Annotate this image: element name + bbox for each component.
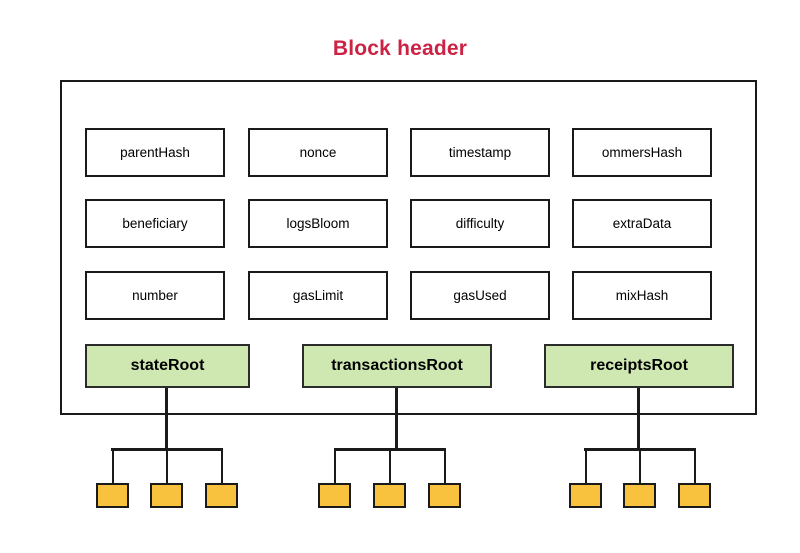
header-field-logsbloom: logsBloom — [248, 199, 388, 248]
header-field-difficulty: difficulty — [410, 199, 550, 248]
header-field-gasused: gasUsed — [410, 271, 550, 320]
header-field-label: logsBloom — [286, 216, 350, 231]
header-field-label: number — [132, 288, 178, 303]
header-field-label: extraData — [612, 216, 672, 231]
root-box-label: transactionsRoot — [331, 357, 463, 374]
tree-trunk-stateroot — [165, 388, 168, 451]
header-field-ommershash: ommersHash — [572, 128, 712, 177]
header-field-nonce: nonce — [248, 128, 388, 177]
header-field-label: mixHash — [615, 288, 669, 303]
root-box-stateroot: stateRoot — [85, 344, 250, 388]
tree-trunk-receiptsroot — [637, 388, 640, 451]
header-field-label: beneficiary — [122, 216, 188, 231]
tree-leg-transactionsroot-3 — [443, 448, 446, 483]
tree-leaf-transactionsroot-2 — [373, 483, 406, 508]
header-field-label: timestamp — [448, 145, 512, 160]
tree-leg-stateroot-3 — [220, 448, 223, 483]
header-field-extradata: extraData — [572, 199, 712, 248]
tree-leaf-receiptsroot-1 — [569, 483, 602, 508]
header-field-beneficiary: beneficiary — [85, 199, 225, 248]
header-field-label: gasLimit — [292, 288, 344, 303]
header-field-gaslimit: gasLimit — [248, 271, 388, 320]
root-box-receiptsroot: receiptsRoot — [544, 344, 734, 388]
tree-leaf-receiptsroot-3 — [678, 483, 711, 508]
header-field-label: nonce — [299, 145, 337, 160]
tree-leaf-receiptsroot-2 — [623, 483, 656, 508]
tree-leg-receiptsroot-3 — [693, 448, 696, 483]
root-box-label: receiptsRoot — [590, 357, 688, 374]
tree-leg-stateroot-2 — [165, 448, 168, 483]
tree-leaf-stateroot-1 — [96, 483, 129, 508]
header-field-mixhash: mixHash — [572, 271, 712, 320]
header-field-timestamp: timestamp — [410, 128, 550, 177]
tree-trunk-transactionsroot — [395, 388, 398, 451]
header-field-label: gasUsed — [453, 288, 507, 303]
header-field-parenthash: parentHash — [85, 128, 225, 177]
tree-leg-receiptsroot-2 — [638, 448, 641, 483]
page-title: Block header — [332, 37, 468, 60]
header-field-label: difficulty — [455, 216, 505, 231]
header-field-number: number — [85, 271, 225, 320]
root-box-label: stateRoot — [130, 357, 205, 374]
tree-leaf-stateroot-2 — [150, 483, 183, 508]
root-box-transactionsroot: transactionsRoot — [302, 344, 492, 388]
tree-leg-stateroot-1 — [111, 448, 114, 483]
tree-leg-transactionsroot-2 — [388, 448, 391, 483]
header-field-label: ommersHash — [601, 145, 683, 160]
tree-leaf-stateroot-3 — [205, 483, 238, 508]
tree-leg-receiptsroot-1 — [584, 448, 587, 483]
tree-leaf-transactionsroot-1 — [318, 483, 351, 508]
header-field-label: parentHash — [120, 145, 190, 160]
tree-leg-transactionsroot-1 — [333, 448, 336, 483]
tree-leaf-transactionsroot-3 — [428, 483, 461, 508]
